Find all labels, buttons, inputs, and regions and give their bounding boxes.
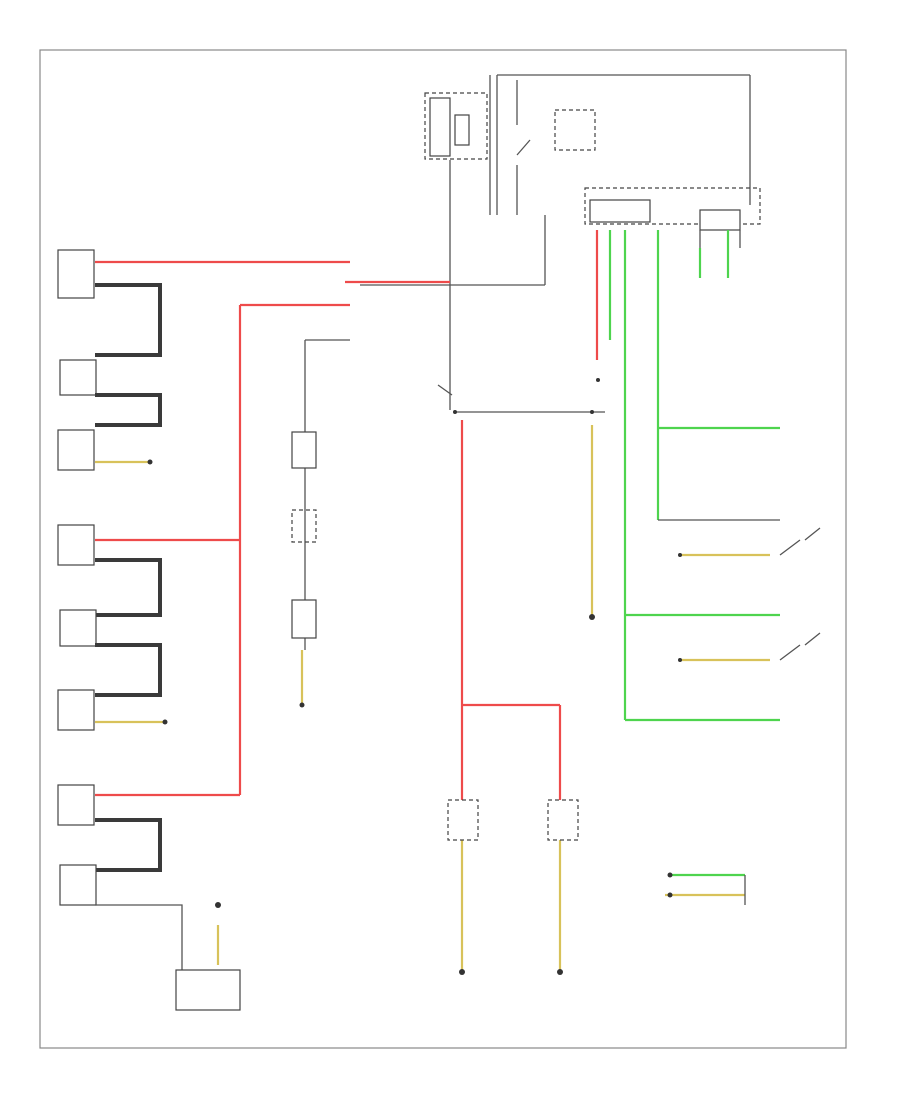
- red-circuits: [95, 230, 599, 800]
- junction-box: [584, 187, 761, 278]
- center-left-chain: [291, 339, 350, 708]
- lower-center-components: [447, 614, 595, 975]
- right-switches: [667, 527, 821, 905]
- yellow-circuits: [95, 425, 770, 970]
- bus-switch: [437, 378, 600, 414]
- left-component-stack: [57, 249, 241, 1011]
- green-circuits: [608, 230, 780, 877]
- diagram-border: [39, 49, 847, 1049]
- top-fuse-block: [424, 74, 751, 215]
